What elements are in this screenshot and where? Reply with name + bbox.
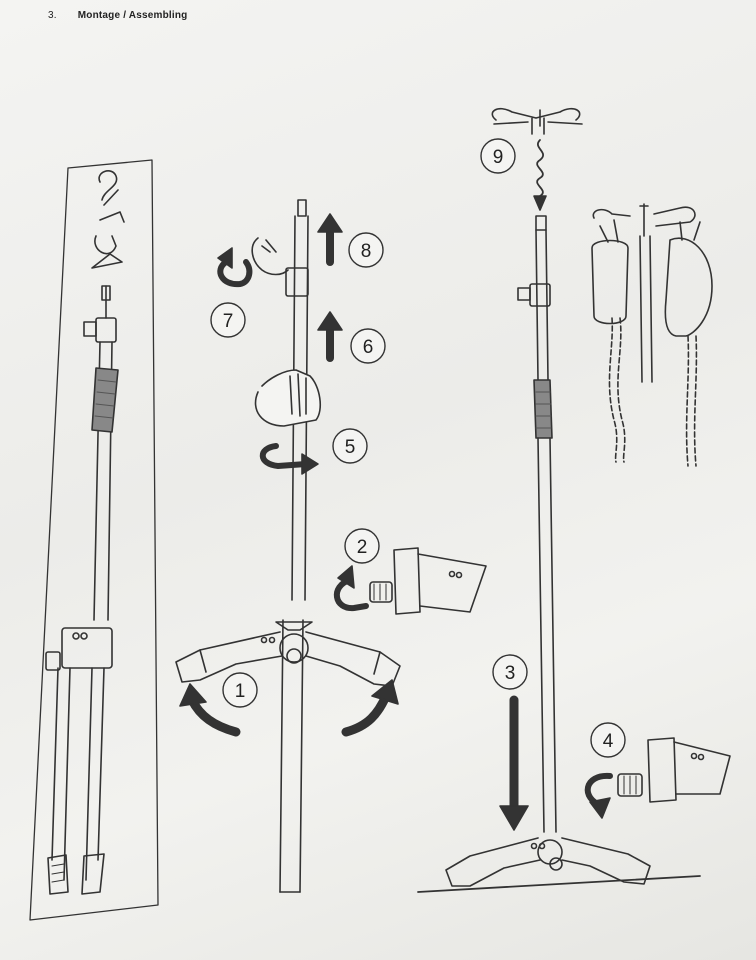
step-number-7: 7: [210, 302, 246, 338]
svg-text:2: 2: [357, 537, 368, 558]
svg-text:4: 4: [603, 731, 614, 752]
svg-text:9: 9: [493, 147, 504, 168]
rotate-arrow-icon: [259, 443, 309, 469]
step-number-3: 3: [492, 654, 528, 690]
step-number-9: 9: [480, 138, 516, 174]
parts-package-panel: [29, 159, 159, 921]
section-title: Montage / Assembling: [77, 10, 188, 21]
svg-text:6: 6: [363, 337, 374, 358]
spring-icon: [536, 139, 544, 197]
step-number-6: 6: [350, 328, 386, 364]
curved-arrow-icon: [341, 691, 391, 737]
hand-icon: [251, 237, 289, 276]
hook-icon: [91, 170, 125, 269]
step-number-5: 5: [332, 428, 368, 464]
svg-text:5: 5: [345, 437, 356, 458]
hand-icon: [254, 369, 322, 427]
floor-line: [417, 875, 701, 893]
step-number-8: 8: [348, 232, 384, 268]
section-number: 3.: [48, 10, 57, 21]
svg-text:7: 7: [223, 311, 234, 332]
curved-arrow-icon: [187, 695, 241, 737]
assembly-steps-panel: [175, 199, 487, 893]
section-header: 3. Montage / Assembling: [48, 10, 188, 21]
infusion-bags: [591, 203, 713, 467]
svg-text:1: 1: [235, 681, 246, 702]
svg-text:3: 3: [505, 663, 516, 684]
hook-icon: [491, 107, 583, 135]
step-number-4: 4: [590, 722, 626, 758]
step-number-2: 2: [344, 528, 380, 564]
step-number-1: 1: [222, 672, 258, 708]
rotate-arrow-icon: [217, 259, 253, 288]
assembled-stand-panel: [417, 107, 731, 893]
svg-text:8: 8: [361, 241, 372, 262]
